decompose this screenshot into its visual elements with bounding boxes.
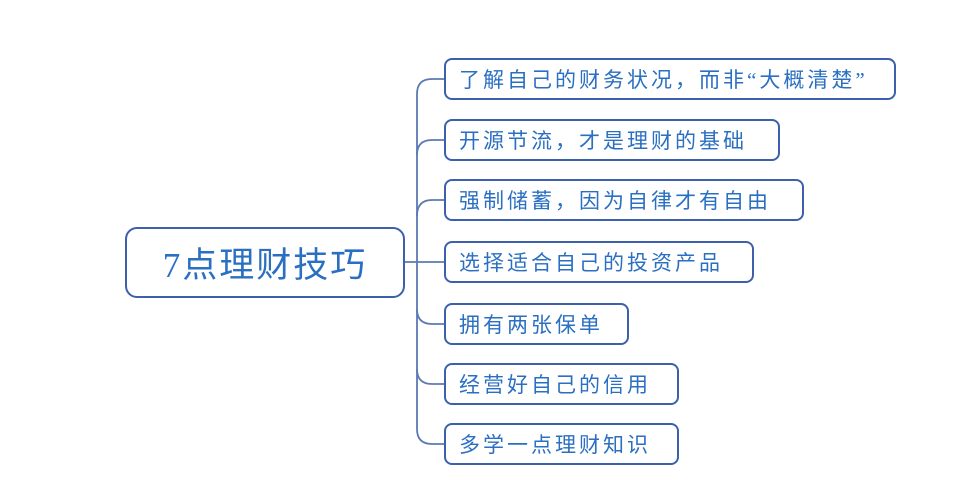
connector-branch-5 bbox=[416, 308, 444, 325]
branch-topic-label: 多学一点理财知识 bbox=[459, 433, 651, 457]
connector-branch-2 bbox=[416, 139, 444, 156]
branch-topic-node-2[interactable]: 开源节流，才是理财的基础 bbox=[444, 119, 780, 161]
root-topic-label: 7点理财技巧 bbox=[162, 246, 368, 285]
branch-topic-node-6[interactable]: 经营好自己的信用 bbox=[444, 363, 679, 405]
branch-topic-label: 开源节流，才是理财的基础 bbox=[459, 129, 747, 153]
branch-topic-node-3[interactable]: 强制储蓄，因为自律才有自由 bbox=[444, 179, 804, 221]
branch-topic-label: 拥有两张保单 bbox=[459, 313, 603, 337]
connector-branch-6 bbox=[416, 368, 444, 385]
branch-topic-node-4[interactable]: 选择适合自己的投资产品 bbox=[444, 241, 754, 283]
branch-topic-node-7[interactable]: 多学一点理财知识 bbox=[444, 423, 679, 465]
branch-topic-label: 选择适合自己的投资产品 bbox=[459, 251, 723, 275]
connector-branch-7 bbox=[416, 262, 444, 445]
connector-branch-3 bbox=[416, 199, 444, 217]
branch-topic-node-5[interactable]: 拥有两张保单 bbox=[444, 303, 629, 345]
branch-topic-label: 强制储蓄，因为自律才有自由 bbox=[459, 189, 771, 213]
root-topic-node[interactable]: 7点理财技巧 bbox=[125, 227, 405, 298]
branch-topic-node-1[interactable]: 了解自己的财务状况，而非“大概清楚” bbox=[444, 58, 896, 100]
branch-topic-label: 经营好自己的信用 bbox=[459, 373, 651, 397]
connector-branch-1 bbox=[416, 78, 444, 262]
branch-topic-label: 了解自己的财务状况，而非“大概清楚” bbox=[459, 68, 868, 92]
